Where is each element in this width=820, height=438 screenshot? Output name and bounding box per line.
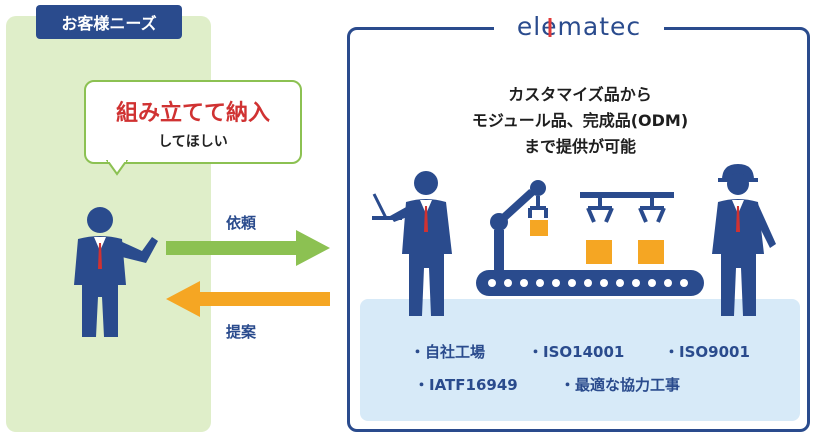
bubble-sub-text: してほしい bbox=[158, 134, 228, 150]
elematec-logo-mark: elematec bbox=[517, 12, 641, 41]
request-arrow bbox=[166, 230, 330, 266]
engineer-with-laptop-icon bbox=[372, 171, 452, 316]
speech-bubble-tail bbox=[106, 160, 128, 176]
bubble-main-text: 組み立てて納入 bbox=[115, 101, 270, 126]
customer-person-icon bbox=[74, 207, 158, 337]
feature-iso14001: ・ISO14001 bbox=[528, 343, 625, 361]
feature-own-factory: ・自社工場 bbox=[410, 343, 486, 361]
features-box bbox=[360, 299, 800, 421]
proposal-arrow bbox=[166, 281, 330, 317]
headline-line-1: カスタマイズ品から bbox=[508, 85, 652, 104]
conveyor-belt-icon bbox=[476, 270, 704, 296]
conveyor-grippers-icon bbox=[580, 192, 674, 264]
feature-iatf16949: ・IATF16949 bbox=[414, 376, 518, 394]
robot-arm-icon bbox=[490, 180, 548, 270]
logo-wordmark: elematec bbox=[517, 12, 641, 41]
factory-worker-helmet-icon bbox=[712, 164, 776, 316]
feature-partner-construction: ・最適な協力工事 bbox=[560, 376, 681, 394]
feature-iso9001: ・ISO9001 bbox=[664, 343, 750, 361]
speech-bubble: 組み立てて納入 してほしい bbox=[84, 80, 302, 164]
customer-needs-tab: お客様ニーズ bbox=[36, 5, 182, 39]
headline-line-3: まで提供が可能 bbox=[523, 137, 636, 156]
company-headline: カスタマイズ品から モジュール品、完成品(ODM) まで提供が可能 bbox=[360, 82, 800, 160]
request-label: 依頼 bbox=[226, 214, 257, 232]
elematec-logo: elematec bbox=[494, 8, 664, 44]
proposal-label: 提案 bbox=[226, 323, 257, 341]
headline-line-2: モジュール品、完成品(ODM) bbox=[471, 111, 689, 130]
